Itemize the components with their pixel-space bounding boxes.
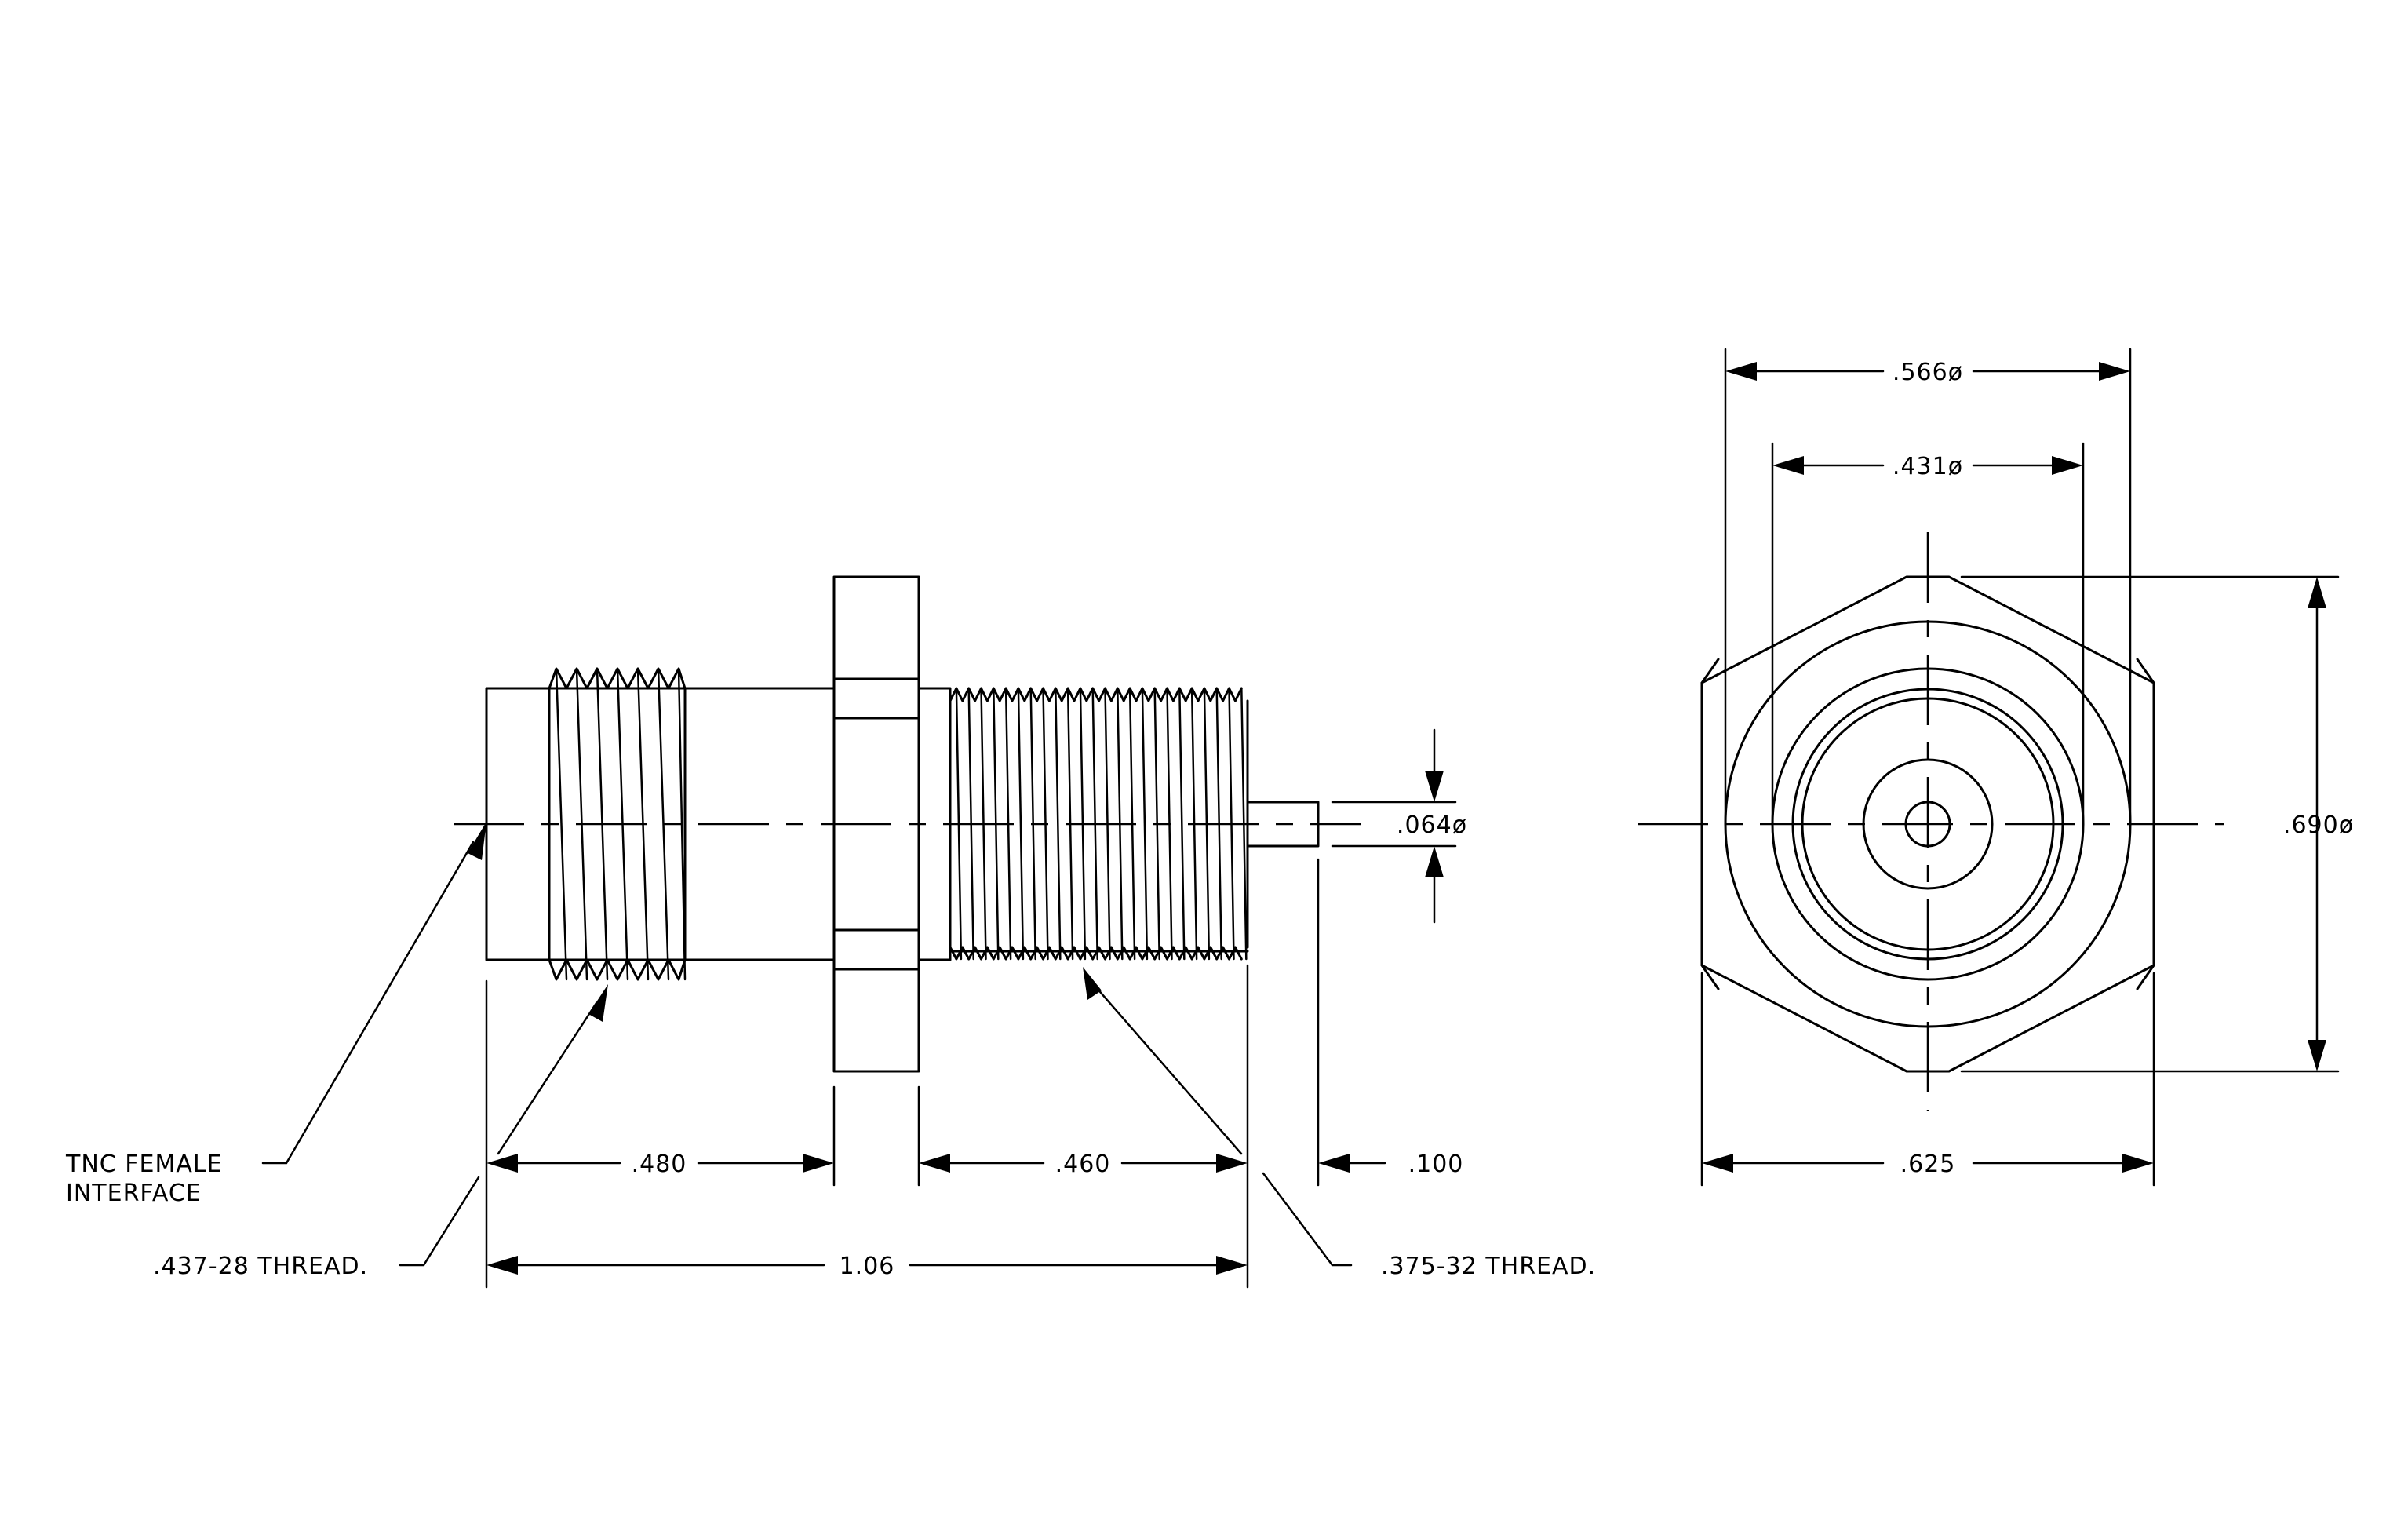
thread-crest-line [1055, 687, 1062, 961]
dim-460: .460 [1055, 1151, 1111, 1178]
thread-crest-line [1104, 687, 1111, 961]
thread-437-label: .437-28 THREAD. [153, 1253, 368, 1280]
thread-crest-line [1066, 687, 1074, 961]
body-circle [1791, 688, 2064, 961]
side-dimensions: .480 .460 .100 1.06 .064ø [486, 728, 1467, 1280]
tnc-interface-label-2: INTERFACE [66, 1180, 202, 1207]
thread-crest-line [955, 687, 963, 961]
thread-crest-line [1042, 687, 1049, 961]
thread-crest-line [1203, 687, 1211, 961]
dim-690: .690ø [2283, 812, 2354, 839]
neck [917, 687, 952, 961]
thread-crest-line [1128, 687, 1136, 961]
rear-thread-bottom-profile [949, 946, 1243, 961]
thread-crest-line [1240, 687, 1248, 961]
dim-480: .480 [632, 1151, 687, 1178]
dim-566: .566ø [1893, 359, 1963, 386]
left-thread [548, 667, 687, 981]
side-view [454, 575, 1457, 1289]
thread-crest-line [1153, 687, 1160, 961]
thread-crest-line [993, 687, 1000, 961]
dim-106: 1.06 [840, 1253, 895, 1280]
thread-crest-line [1091, 687, 1098, 961]
insulator-outer-circle [1801, 697, 2055, 951]
center-pin [1246, 801, 1320, 848]
thread-crest-line [1029, 687, 1036, 961]
leaders: TNC FEMALE INTERFACE .437-28 THREAD. .37… [65, 822, 1596, 1280]
thread-crest-line [967, 687, 974, 961]
rear-thread-top-profile [949, 687, 1243, 702]
front-view [1638, 348, 2340, 1187]
tnc-interface-label-1: TNC FEMALE [65, 1151, 223, 1178]
rear-thread [949, 687, 1249, 961]
thread-crest-line [1141, 687, 1149, 961]
thread-crest-line [1215, 687, 1222, 961]
dim-100: .100 [1408, 1151, 1464, 1178]
front-dimensions: .566ø .431ø .690ø .625 [1702, 359, 2354, 1178]
dim-064: .064ø [1397, 812, 1467, 839]
thread-crest-line [1017, 687, 1025, 961]
thread-crest-line [1190, 687, 1198, 961]
dim-431: .431ø [1893, 453, 1963, 480]
thread-crest-line [1079, 687, 1087, 961]
thread-crest-line [1166, 687, 1173, 961]
thread-crest-line [1117, 687, 1124, 961]
pin-circle [1904, 801, 1951, 848]
thread-crest-line [980, 687, 987, 961]
thread-375-label: .375-32 THREAD. [1381, 1253, 1596, 1280]
insulator-circle [1862, 758, 1994, 890]
hex-outline [1700, 575, 2155, 1073]
tnc-interface-body [485, 687, 551, 961]
dim-625: .625 [1900, 1151, 1956, 1178]
thread-crest-line [1178, 687, 1186, 961]
thread-crest-line [1004, 687, 1012, 961]
thread-crest-line [1228, 687, 1235, 961]
